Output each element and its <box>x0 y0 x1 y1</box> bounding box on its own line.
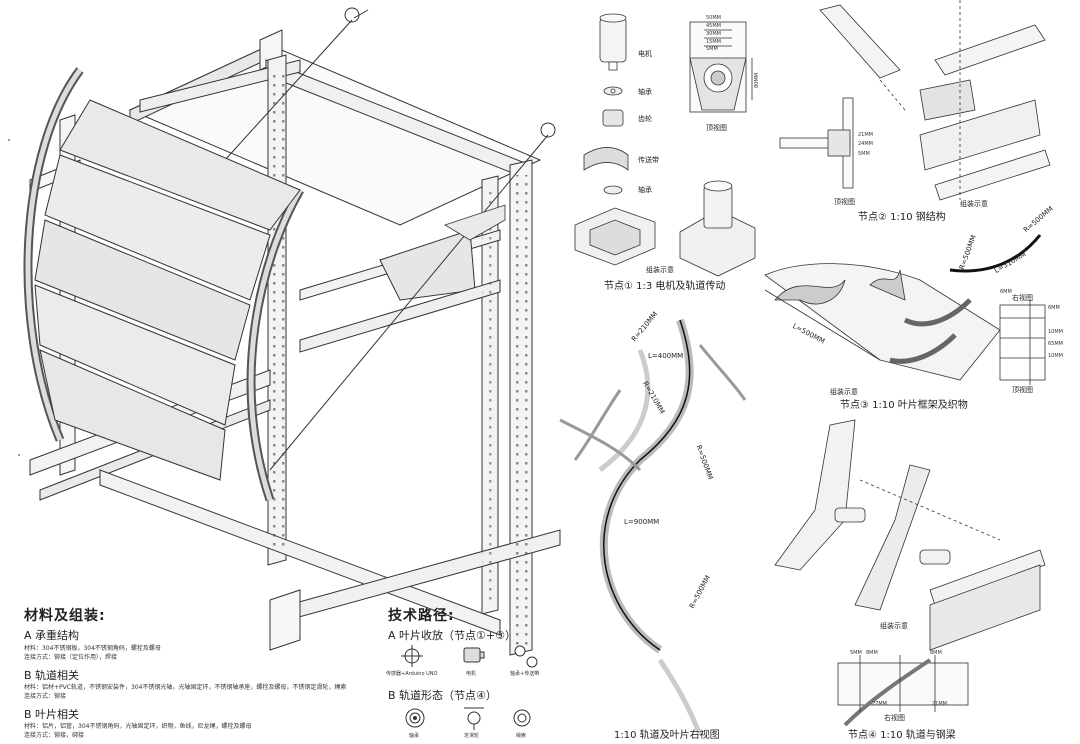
node1-dim-3: 30MM <box>706 31 721 37</box>
node4-dim-top-3: 8MM <box>930 650 942 656</box>
node1-drawing <box>444 13 756 277</box>
node3-right-dim-1: 6MM <box>1048 305 1060 311</box>
materials-heading: 材料及组装: <box>24 608 106 624</box>
materials-c-material: 材料：铝片，铝管，304不锈钢角码，光轴固定环，织物，鱼线，尼龙绳，螺栓及螺母 <box>24 723 252 730</box>
tech-a-icon-label-sensor: 传感器+Arduino UNO <box>386 671 438 677</box>
track-caption: 1:10 轨道及叶片右视图 <box>614 730 720 741</box>
node3-caption: 节点③ 1:10 叶片框架及织物 <box>840 400 968 411</box>
node3-drawing <box>764 234 1046 385</box>
node2-dim-2: 24MM <box>858 141 873 147</box>
node1-caption: 节点① 1:3 电机及轨道传动 <box>604 281 726 292</box>
node2-drawing <box>779 0 1051 201</box>
icon-motor <box>463 647 485 663</box>
node2-top-view-label: 顶视图 <box>834 198 855 206</box>
icon-fixed-pulley <box>464 707 484 730</box>
tech-a-icon-label-motor: 电机 <box>466 671 477 677</box>
node1-side-dim: 80MM <box>754 73 760 88</box>
node4-dim-bottom-1: 27MM <box>872 701 887 707</box>
node2-caption: 节点② 1:10 钢结构 <box>858 212 946 223</box>
node1-label-belt: 传送带 <box>638 156 659 164</box>
node1-top-view-label: 顶视图 <box>706 124 727 132</box>
tech-b-title: B 轨道形态（节点④） <box>388 689 497 702</box>
main-isometric-frame <box>8 7 561 656</box>
tech-b-icon-label-rope: 绳索 <box>516 733 527 739</box>
icon-sensor-arduino <box>401 645 423 667</box>
node1-label-motor: 电机 <box>638 50 652 58</box>
node3-assembly-label: 组装示意 <box>830 388 858 396</box>
node4-assembly-label: 组装示意 <box>880 622 908 630</box>
tech-heading: 技术路径: <box>388 608 455 624</box>
materials-a-title: A 承重结构 <box>24 629 80 642</box>
node3-right-dim-2: 10MM <box>1048 329 1063 335</box>
node3-top-view-label: 顶视图 <box>1012 386 1033 394</box>
tech-a-title: A 叶片收放（节点①+③） <box>388 629 516 642</box>
tech-b-icon-label-pulley: 定滑轮 <box>464 733 480 739</box>
node1-label-bearing: 轴承 <box>638 88 652 96</box>
node3-right-view-label: 右视图 <box>1012 294 1033 302</box>
node1-dim-4: 15MM <box>706 39 721 45</box>
node2-dim-1: 21MM <box>858 132 873 138</box>
node1-dim-1: 50MM <box>706 15 721 21</box>
materials-b-title: B 轨道相关 <box>24 669 80 682</box>
node2-dim-3: 5MM <box>858 151 870 157</box>
node2-assembly-label: 组装示意 <box>960 200 988 208</box>
node1-assembly-label: 组装示意 <box>646 266 674 274</box>
node4-dim-top-1: 5MM <box>850 650 862 656</box>
tech-b-icon-label-bearing: 轴承 <box>409 733 420 739</box>
track-length-2: L=900MM <box>624 518 660 526</box>
node4-dim-top-2: 8MM <box>866 650 878 656</box>
track-length-1: L=400MM <box>648 352 684 360</box>
materials-b-material: 材料：铝材+PVC轨道，不锈钢安装件，304不锈钢光轴，光轴固定环，不锈钢轴承座… <box>24 684 347 691</box>
icon-bearing-belt <box>514 645 538 668</box>
node4-drawing <box>774 419 1046 727</box>
node1-label-bearing-2: 轴承 <box>638 186 652 194</box>
materials-c-title: B 叶片相关 <box>24 708 80 721</box>
node3-width-dim: 6MM <box>1000 289 1012 295</box>
track-side-view <box>559 318 747 736</box>
icon-bearing <box>405 708 425 728</box>
icon-rope <box>513 709 531 727</box>
node4-right-view-label: 右视图 <box>884 714 905 722</box>
node1-label-gear: 齿轮 <box>638 115 652 123</box>
node1-dim-2: 45MM <box>706 23 721 29</box>
tech-a-icon-label-bearing-belt: 轴承+传送带 <box>510 671 540 677</box>
materials-a-material: 材料：304不锈钢板，304不锈钢角码，螺栓及螺母 <box>24 645 161 652</box>
node4-dim-bottom-2: 21MM <box>932 701 947 707</box>
materials-b-connection: 连接方式：铆接 <box>24 693 67 700</box>
materials-c-connection: 连接方式：铆接，绑接 <box>24 732 85 739</box>
node4-caption: 节点④ 1:10 轨道与钢梁 <box>848 730 956 741</box>
materials-a-connection: 连接方式：铆接（定位作用），焊接 <box>24 654 118 661</box>
node3-right-dim-4: 10MM <box>1048 353 1063 359</box>
node3-right-dim-3: 65MM <box>1048 341 1063 347</box>
node1-dim-5: 5MM <box>706 46 718 52</box>
